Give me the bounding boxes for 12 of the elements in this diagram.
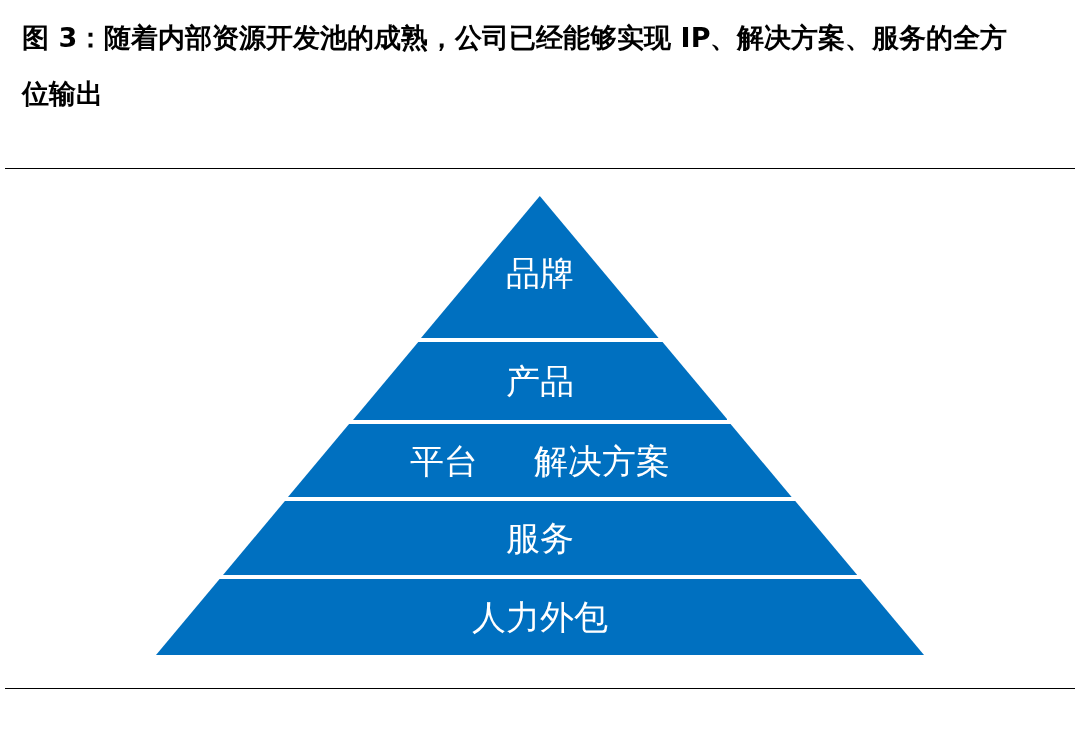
pyramid-layer xyxy=(222,501,858,575)
layer-label: 服务 xyxy=(506,521,574,555)
layer-label: 平台 xyxy=(410,443,478,478)
layer-label: 产品 xyxy=(506,364,574,398)
layer-label: 人力外包 xyxy=(472,600,608,634)
pyramid-layer xyxy=(156,579,924,655)
pyramid-layer xyxy=(352,342,728,420)
pyramid-layer xyxy=(288,424,792,497)
figure-title: 图 3：随着内部资源开发池的成熟，公司已经能够实现 IP、解决方案、服务的全方位输出 xyxy=(22,21,1009,111)
layer-label: 解决方案 xyxy=(534,443,670,478)
layer-label: 品牌 xyxy=(506,256,574,295)
pyramid-layer xyxy=(421,196,659,338)
